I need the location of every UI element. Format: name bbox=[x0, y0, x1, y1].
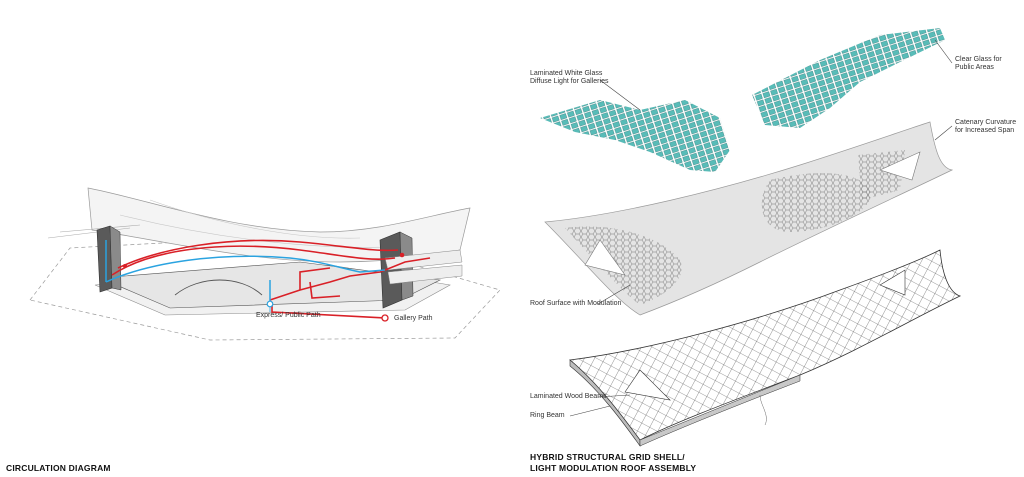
grid-shell-layer bbox=[569, 249, 962, 441]
roof-shell bbox=[87, 187, 471, 263]
express-path-label: Express/ Public Path bbox=[256, 312, 321, 319]
white-glass-layer bbox=[540, 100, 730, 172]
circulation-diagram-title: CIRCULATION DIAGRAM bbox=[6, 463, 111, 473]
central-arch bbox=[174, 279, 263, 296]
clear-glass-label: Clear Glass for Public Areas bbox=[955, 56, 1002, 71]
ring-beam-label: Ring Beam bbox=[530, 412, 565, 419]
clear-glass-layer bbox=[752, 28, 945, 128]
roof-assembly-title: HYBRID STRUCTURAL GRID SHELL/ LIGHT MODU… bbox=[530, 452, 697, 473]
site-outline bbox=[29, 234, 501, 341]
gallery-node bbox=[381, 314, 389, 322]
white-glass-label: Laminated White Glass Diffuse Light for … bbox=[530, 70, 609, 85]
roof-assembly bbox=[540, 28, 962, 447]
gallery-path-label: Gallery Path bbox=[394, 315, 433, 322]
left-core bbox=[96, 225, 113, 293]
gallery-path bbox=[111, 239, 431, 319]
express-node bbox=[266, 300, 274, 308]
catenary-label: Catenary Curvature for Increased Span bbox=[955, 119, 1017, 134]
wood-beams-label: Laminated Wood Beams bbox=[530, 393, 607, 400]
express-path bbox=[105, 240, 386, 303]
circulation-diagram bbox=[29, 187, 501, 341]
leader-lines bbox=[569, 39, 953, 417]
roof-surface-label: Roof Surface with Modulation bbox=[530, 300, 622, 307]
